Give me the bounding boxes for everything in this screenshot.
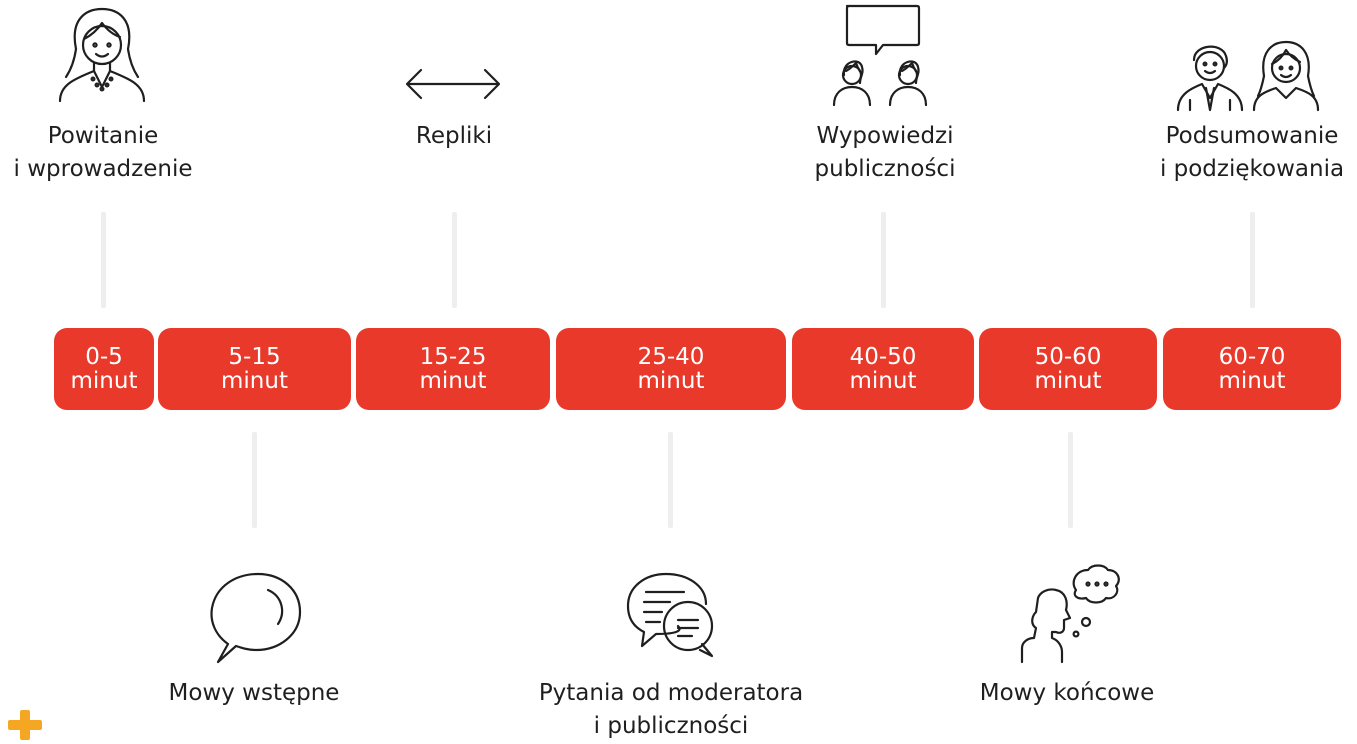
timeline-segment: 60-70 minut xyxy=(1163,328,1341,410)
thinking-person-icon xyxy=(1018,562,1122,666)
segment-unit: minut xyxy=(1034,368,1102,394)
stage-label-line: i podziękowania xyxy=(1159,156,1345,182)
segment-range: 25-40 xyxy=(637,344,705,370)
stage-label-line: Mowy końcowe xyxy=(979,680,1155,706)
segment-range: 60-70 xyxy=(1218,344,1286,370)
segment-range: 5-15 xyxy=(228,344,281,370)
segment-unit: minut xyxy=(419,368,487,394)
timeline-segment: 40-50 minut xyxy=(792,328,974,410)
stage-label-welcome: Powitanie i wprowadzenie xyxy=(14,120,193,186)
connector-line xyxy=(252,432,257,528)
woman-icon xyxy=(52,5,152,105)
stage-label-closing-speeches: Mowy końcowe xyxy=(980,677,1154,710)
segment-range: 40-50 xyxy=(849,344,917,370)
timeline-segment: 50-60 minut xyxy=(979,328,1157,410)
stage-label-line: Wypowiedzi xyxy=(816,123,954,149)
connector-line xyxy=(881,212,886,308)
double-arrow-icon xyxy=(405,64,501,104)
segment-unit: minut xyxy=(221,368,288,394)
timeline-segment: 0-5 minut xyxy=(54,328,154,410)
stage-label-questions: Pytania od moderatora i publiczności xyxy=(539,677,803,743)
plus-icon xyxy=(8,710,42,744)
stage-label-line: i publiczności xyxy=(593,713,749,739)
connector-line xyxy=(1068,432,1073,528)
audience-speech-icon xyxy=(830,3,940,107)
connector-line xyxy=(668,432,673,528)
segment-unit: minut xyxy=(849,368,917,394)
connector-line xyxy=(452,212,457,308)
stage-label-summary: Podsumowanie i podziękowania xyxy=(1160,120,1344,186)
stage-label-line: Mowy wstępne xyxy=(168,680,340,706)
segment-range: 50-60 xyxy=(1034,344,1102,370)
segment-range: 0-5 xyxy=(85,344,123,370)
stage-label-rebuttals: Repliki xyxy=(416,120,492,153)
segment-range: 15-25 xyxy=(419,344,487,370)
segment-unit: minut xyxy=(1218,368,1286,394)
stage-label-line: Powitanie xyxy=(47,123,159,149)
man-and-woman-icon xyxy=(1176,38,1326,112)
timeline-segment: 5-15 minut xyxy=(158,328,351,410)
stage-label-line: i wprowadzenie xyxy=(13,156,193,182)
segment-unit: minut xyxy=(637,368,705,394)
segment-unit: minut xyxy=(70,368,138,394)
stage-label-line: publiczności xyxy=(814,156,956,182)
chat-bubbles-icon xyxy=(626,570,718,660)
stage-label-audience-statements: Wypowiedzi publiczności xyxy=(815,120,956,186)
connector-line xyxy=(101,212,106,308)
timeline-segment: 15-25 minut xyxy=(356,328,550,410)
stage-label-line: Pytania od moderatora xyxy=(538,680,804,706)
stage-label-line: Repliki xyxy=(415,123,493,149)
speech-bubble-icon xyxy=(208,570,304,666)
connector-line xyxy=(1250,212,1255,308)
stage-label-opening-speeches: Mowy wstępne xyxy=(169,677,340,710)
timeline-segment: 25-40 minut xyxy=(556,328,786,410)
stage-label-line: Podsumowanie xyxy=(1165,123,1339,149)
